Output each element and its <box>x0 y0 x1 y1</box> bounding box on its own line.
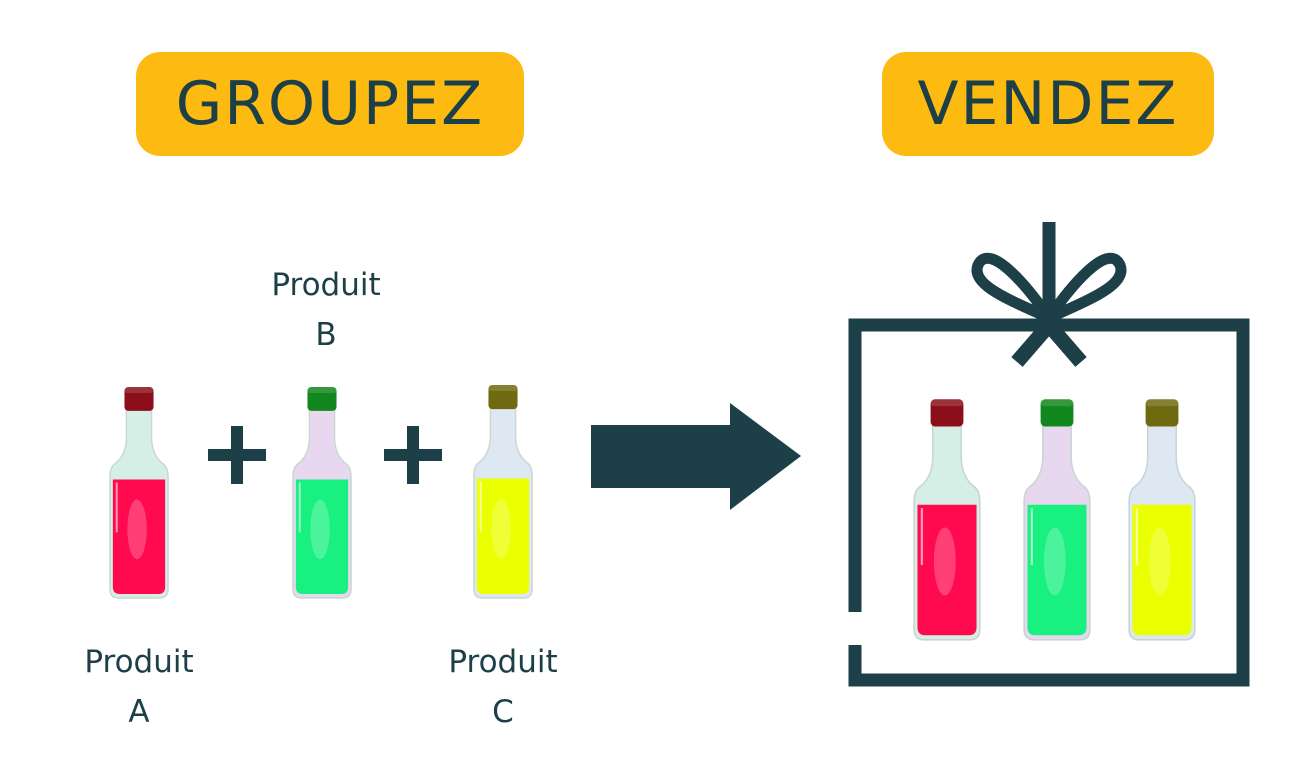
arrow-right-icon <box>591 403 801 510</box>
bottle-icon <box>1023 399 1091 641</box>
bottle-icon <box>913 399 981 641</box>
gift-box-icon <box>848 222 1250 687</box>
bottle-icon <box>109 386 169 599</box>
heading-groupez: GROUPEZ <box>136 52 524 156</box>
bottle-icon <box>292 386 352 599</box>
heading-vendez: VENDEZ <box>882 52 1214 156</box>
plus-icon <box>384 426 442 484</box>
bottle-icon <box>473 385 533 599</box>
plus-icon <box>208 426 266 484</box>
bottle-icon <box>1128 399 1196 641</box>
